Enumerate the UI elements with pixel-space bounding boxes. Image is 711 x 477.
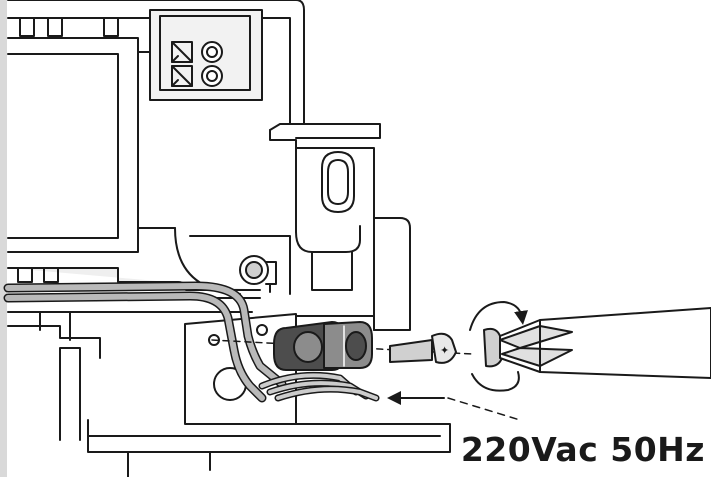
terminal-slot-2: [171, 65, 193, 87]
terminal-screw-1: [201, 41, 223, 63]
housing-hole-1: [208, 334, 220, 346]
terminal-slot-1: [171, 41, 193, 63]
bracket-slot: [321, 151, 355, 213]
upper-housing: [7, 0, 305, 253]
terminal-screw-2: [201, 65, 223, 87]
screwdriver-icon: [483, 307, 711, 379]
lower-housing: [7, 227, 451, 477]
cable-gland: [273, 321, 373, 371]
housing-hole-2: [256, 324, 268, 336]
rotate-arrow-icon: [469, 301, 528, 392]
screw-head-mark: ✦: [440, 344, 449, 357]
left-edge-strip: [0, 0, 7, 477]
left-arrow-icon: [387, 391, 521, 421]
fixing-screw: ✦: [389, 332, 457, 364]
voltage-label: 220Vac 50Hz: [460, 430, 705, 469]
fixing-nut: [239, 255, 277, 293]
cable-loom: [3, 281, 380, 403]
insertion-axis: [211, 339, 473, 355]
terminal-block: [149, 9, 263, 101]
mounting-bracket: [269, 123, 411, 331]
